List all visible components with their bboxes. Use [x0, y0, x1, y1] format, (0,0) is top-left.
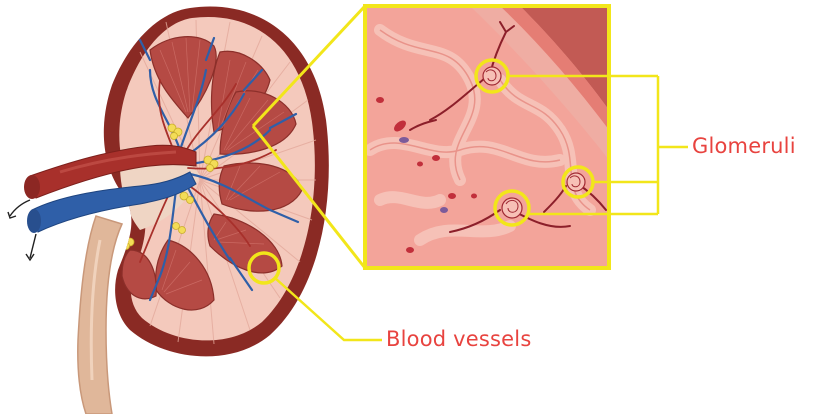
glomeruli-label: Glomeruli [692, 134, 796, 158]
blood-vessels-label: Blood vessels [386, 327, 531, 351]
kidney [8, 7, 329, 414]
glomeruli-inset [365, 6, 609, 268]
